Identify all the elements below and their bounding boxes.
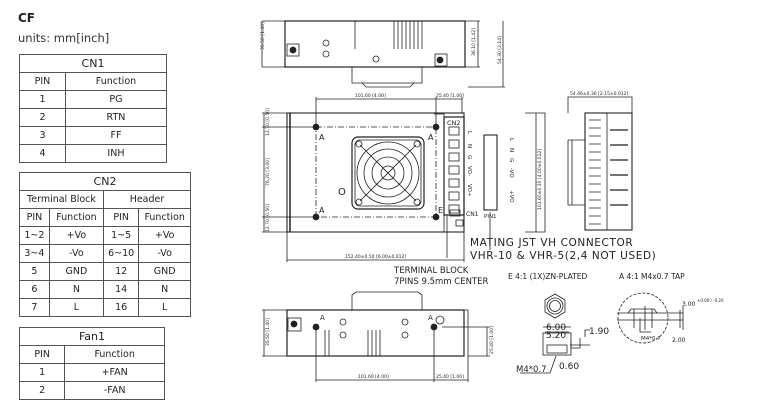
dim-label: 152.40±0.50 [6.00±0.012] <box>345 254 406 260</box>
mating-connector-note-2: VHR-10 & VHR-5(2,4 NOT USED) <box>470 250 656 262</box>
table-title: Fan1 <box>19 327 165 346</box>
cell: 1~5 <box>102 226 140 245</box>
dim-label: 12.70 [0.50] <box>265 108 271 136</box>
nut-dim-1-9: 1.90 <box>589 327 609 337</box>
dim-label: 12.70 [0.50] <box>265 204 271 232</box>
header-pin-label: G <box>508 158 514 162</box>
dim-label: 25.40 [1.00] <box>436 93 464 99</box>
header-connector <box>483 134 498 250</box>
detail-a-note: A 4:1 M4x0.7 TAP <box>619 272 685 281</box>
tap-depth-label: 3.00 <box>682 301 696 308</box>
label-o: O <box>338 187 346 198</box>
side-view: 54.46±0.30 [2.15±0.012] <box>567 91 633 231</box>
function-cell: -FAN <box>64 381 165 400</box>
tap-tolerance-label: +0.00 / -0.20 <box>697 298 724 303</box>
tb-pin-label: VO+ <box>466 184 472 197</box>
mount-hole-label-a: A <box>319 206 325 215</box>
tb-pin-label: VO- <box>466 166 472 176</box>
nut-dim-5-2: 5.20 <box>546 331 566 341</box>
dim-label: 101.60 [4.00] <box>358 374 389 380</box>
mount-hole-label-a: A <box>428 314 433 322</box>
header-pin-label: -VO <box>508 168 514 178</box>
front-view: 101.60 [4.00] 25.40 [1.00] 12.70 [0.50] … <box>262 93 546 262</box>
table-row: 1+FAN <box>18 363 165 382</box>
cn1-label: CN1 <box>466 211 479 218</box>
dim-label: 25.40 [1.00] <box>436 374 464 380</box>
header-pin-label: N <box>508 148 514 152</box>
tap-thread-label: M4*0.7 <box>641 336 661 342</box>
tap-detail <box>617 292 684 344</box>
units-label: units: mm[inch] <box>18 31 110 45</box>
terminal-block-note: TERMINAL BLOCK <box>393 266 469 276</box>
dim-label: 101.60±0.30 [4.00±0.012] <box>537 149 543 210</box>
header-pin-label: +VO <box>508 190 514 203</box>
cell: L <box>138 298 191 317</box>
top-view: 35.50 [1.40] 36.10 [1.42] 54.30 [2.14] <box>260 20 505 88</box>
nut-dim-0-6: 0.60 <box>559 362 579 372</box>
pin-cell: 4 <box>19 144 66 163</box>
cell: 16 <box>102 298 140 317</box>
pin-cell: 2 <box>18 381 66 400</box>
terminal-block-note-2: 7PINS 9.5mm CENTER <box>394 277 489 287</box>
dim-label: 35.50 [1.40] <box>265 318 271 346</box>
dim-label: 54.30 [2.14] <box>497 36 503 64</box>
tb-pin-label: N <box>466 144 472 148</box>
nut-dim-6: 6.00 <box>546 323 566 333</box>
mount-hole-label-a: A <box>320 314 325 322</box>
dim-label: 25.40 [1.00] <box>489 326 495 354</box>
tb-pin-label: G <box>466 155 472 159</box>
mount-hole-label-a: A <box>319 133 325 142</box>
detail-e-note: E 4:1 (1X)ZN-PLATED <box>508 272 588 281</box>
nut-thread-label: M4*0.7 <box>516 365 547 375</box>
dim-label: 35.50 [1.40] <box>260 22 266 50</box>
tb-pin-label: L <box>466 131 472 135</box>
mating-connector-note: MATING JST VH CONNECTOR <box>470 237 633 249</box>
table-row: 2-FAN <box>18 381 165 400</box>
model-title: CF <box>18 11 36 25</box>
dim-label: 54.46±0.30 [2.15±0.012] <box>570 91 629 97</box>
header-pin-label: L <box>508 138 514 142</box>
bottom-view: A A 35.50 [1.40] 25.40 [1.00] 101.60 [4.… <box>262 291 495 382</box>
dim-label: 76.20 [3.00] <box>265 158 271 186</box>
nut-detail <box>520 293 590 374</box>
column-header: PIN <box>18 345 66 364</box>
tap-dim-2: 2.00 <box>672 337 686 344</box>
cn2-label: CN2 <box>447 119 461 127</box>
column-header: Function <box>64 345 165 364</box>
pin1-label: PIN1 <box>484 214 497 220</box>
dim-label: 36.10 [1.42] <box>471 28 477 56</box>
fan-icon <box>351 136 425 210</box>
mount-hole-label-a: A <box>428 133 434 142</box>
terminal-block <box>434 113 465 258</box>
dim-label: 101.60 [4.00] <box>355 93 386 99</box>
earth-label-e: E <box>438 206 443 215</box>
function-cell: INH <box>64 144 168 163</box>
